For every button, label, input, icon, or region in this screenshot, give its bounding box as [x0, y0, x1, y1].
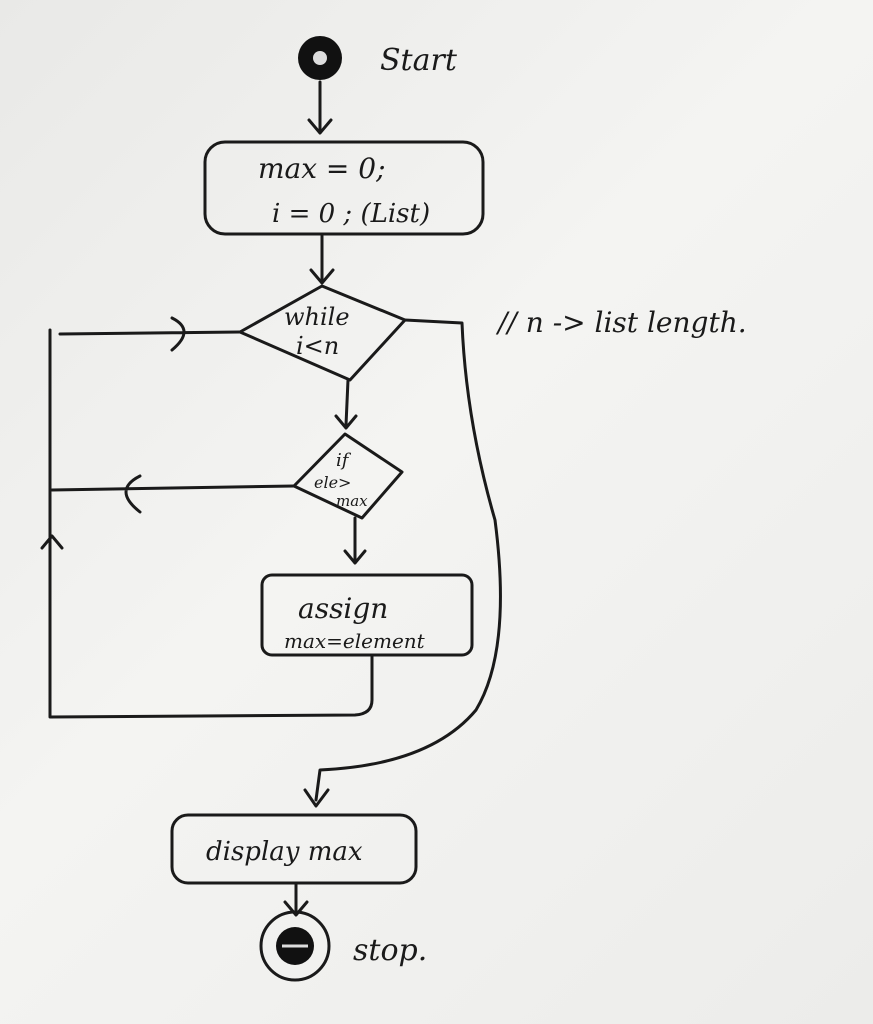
stop-node: stop. — [259, 910, 427, 982]
while-line-2: i<n — [296, 332, 339, 360]
while-diamond — [238, 284, 407, 382]
assign-line-2: max=element — [284, 629, 426, 653]
init-box-shape — [203, 140, 485, 236]
loop-back-line — [48, 328, 374, 719]
while-exit-path — [303, 318, 502, 808]
assign-box-shape — [260, 573, 474, 657]
while-line-1: while — [284, 303, 350, 331]
arrow-start-to-init — [307, 80, 333, 135]
stop-outer-circle — [259, 910, 331, 982]
start-label: Start — [380, 43, 458, 78]
if-false-branch-arrow — [50, 474, 296, 514]
if-line-1: if — [336, 450, 352, 471]
loop-up-arrowhead — [40, 534, 64, 550]
assign-line-1: assign — [298, 592, 388, 625]
start-inner-mark — [313, 51, 327, 65]
loop-into-while-arrow — [58, 316, 242, 352]
if-decision: if ele> max — [292, 432, 404, 520]
start-node: Start — [298, 36, 458, 80]
display-box: display max — [170, 813, 418, 885]
if-line-2: ele> — [314, 473, 351, 492]
stop-label: stop. — [353, 933, 427, 968]
arrow-display-to-stop — [283, 881, 309, 917]
arrow-if-to-assign — [343, 516, 367, 565]
display-label: display max — [206, 837, 363, 867]
init-box: max = 0; i = 0 ; (List) — [203, 140, 485, 236]
arrow-init-to-while — [309, 234, 335, 285]
assign-box: assign max=element — [260, 573, 474, 657]
display-box-shape — [170, 813, 418, 885]
if-diamond — [292, 432, 404, 520]
arrow-while-to-if — [334, 378, 358, 430]
init-line-2: i = 0 ; (List) — [272, 199, 430, 229]
if-line-3: max — [336, 492, 368, 510]
while-decision: while i<n — [238, 284, 407, 382]
note-text: // n -> list length. — [495, 306, 747, 339]
init-line-1: max = 0; — [258, 152, 386, 185]
